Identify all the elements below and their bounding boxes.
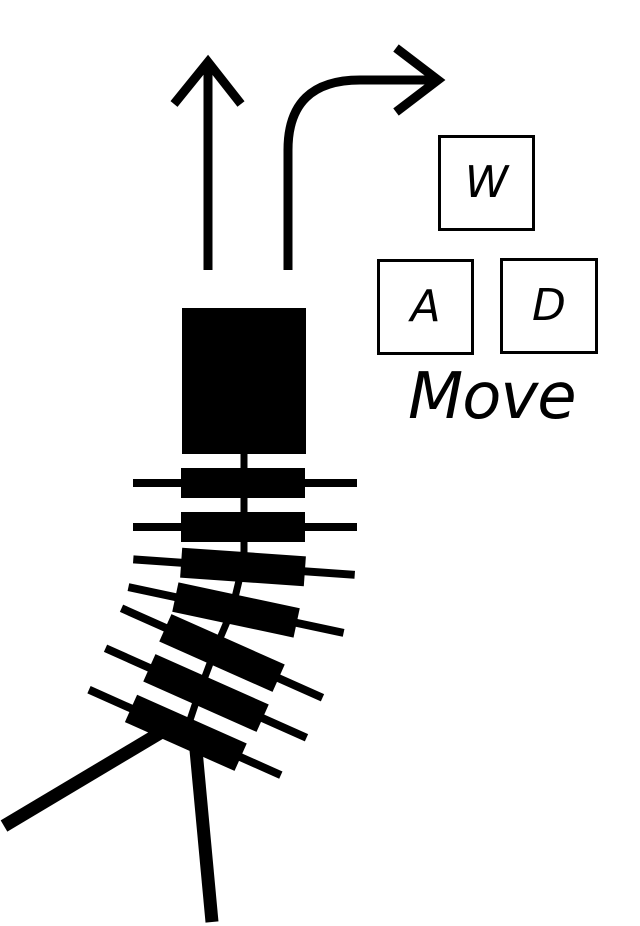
key-d-label: D <box>532 280 566 331</box>
arrow-turn-right-icon <box>283 44 446 270</box>
key-d: D <box>500 258 598 354</box>
body-segment <box>132 547 356 587</box>
key-a-label: A <box>410 281 441 332</box>
move-caption: Move <box>408 360 577 434</box>
creature-head <box>182 308 306 454</box>
body-segment <box>133 512 357 542</box>
body-segment <box>119 604 325 702</box>
key-w: W <box>438 135 535 231</box>
arrow-up-icon <box>170 54 245 270</box>
body-segment <box>127 582 345 638</box>
key-a: A <box>377 259 474 355</box>
body-segment <box>133 468 357 498</box>
tail-right <box>189 749 219 923</box>
body-segment <box>87 686 283 779</box>
creature-body <box>0 308 357 923</box>
tail-left <box>0 724 169 832</box>
body-segment <box>103 644 309 742</box>
key-w-label: W <box>464 157 509 208</box>
